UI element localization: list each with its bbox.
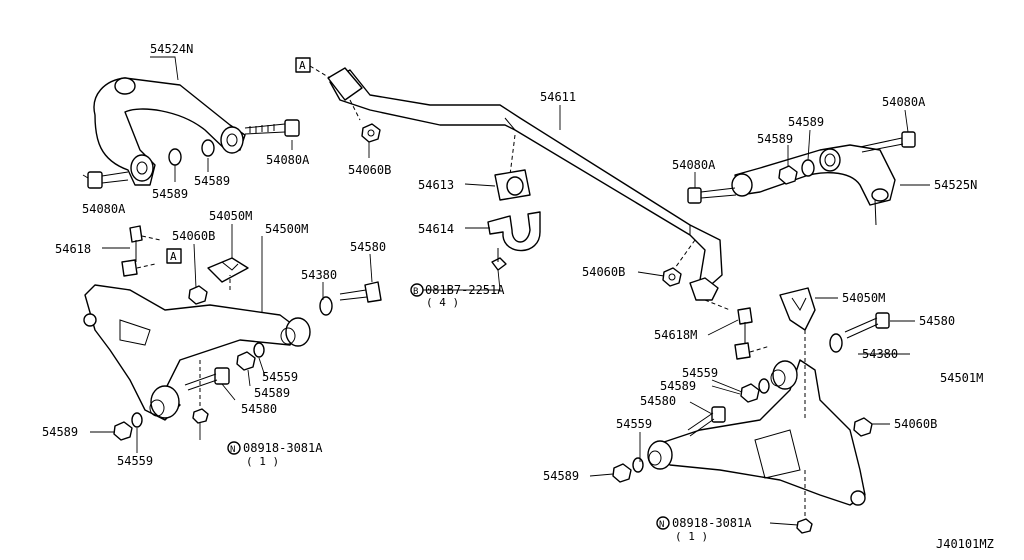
nut-54060B-right xyxy=(662,267,682,287)
circle-B: B xyxy=(410,283,424,297)
label-54060B-right: 54060B xyxy=(582,265,625,279)
label-08918-left: 08918-3081A xyxy=(243,441,323,455)
bolt-54080A-left-lower xyxy=(87,171,129,189)
label-54501M: 54501M xyxy=(940,371,983,385)
washers-left-lower xyxy=(113,342,265,441)
lower-arm-right xyxy=(647,359,866,506)
ref-box-left: A xyxy=(166,248,182,264)
washers-right-upper xyxy=(778,159,815,185)
upper-arm-left xyxy=(93,77,246,186)
circle-B-letter: B xyxy=(413,287,418,297)
label-54580-right-lower: 54580 xyxy=(640,394,676,408)
label-54080A-right-upper: 54080A xyxy=(882,95,926,109)
label-54060B-top: 54060B xyxy=(348,163,391,177)
link-54618M xyxy=(734,307,771,360)
bump-stop-left xyxy=(207,257,249,283)
circle-N-left-letter: N xyxy=(230,445,235,455)
label-54080A-left-upper: 54080A xyxy=(266,153,310,167)
label-54614: 54614 xyxy=(418,222,454,236)
label-54589-right-c: 54589 xyxy=(660,379,696,393)
bolt-54080A-right-lower xyxy=(687,187,737,204)
link-54618 xyxy=(121,225,161,277)
bushing-54613 xyxy=(494,169,531,201)
leader-lines xyxy=(82,56,930,526)
label-54589-left-d: 54589 xyxy=(42,425,78,439)
nut-54060B-left xyxy=(188,285,208,305)
label-54559-left-b: 54559 xyxy=(117,454,153,468)
bracket-54614 xyxy=(487,211,541,252)
ref-marker-top: A xyxy=(299,59,306,72)
label-54613: 54613 xyxy=(418,178,454,192)
label-54589-left-a: 54589 xyxy=(152,187,188,201)
ref-marker-left: A xyxy=(170,250,177,263)
label-54380-right: 54380 xyxy=(862,347,898,361)
label-081B7-qty: ( 4 ) xyxy=(426,296,459,309)
label-54589-left-c: 54589 xyxy=(254,386,290,400)
label-54580-left-lower: 54580 xyxy=(241,402,277,416)
label-54380-left: 54380 xyxy=(301,268,337,282)
washers-left-upper xyxy=(168,139,215,166)
label-54080A-right-lower: 54080A xyxy=(672,158,716,172)
bolt-54580-left-top xyxy=(319,281,382,316)
circle-N-right: N xyxy=(656,516,670,530)
label-54500M: 54500M xyxy=(265,222,308,236)
lower-arm-left xyxy=(83,284,311,421)
label-54060B-left: 54060B xyxy=(172,229,215,243)
bump-stop-right xyxy=(779,287,816,331)
label-54589-right-b: 54589 xyxy=(757,132,793,146)
label-54060B-right-lower: 54060B xyxy=(894,417,937,431)
part-labels: 54524N 54080A 54589 54589 54080A 54618 5… xyxy=(42,42,994,551)
label-08918-right-qty: ( 1 ) xyxy=(675,530,708,543)
upper-arm-right xyxy=(731,144,896,226)
label-54580-left-top: 54580 xyxy=(350,240,386,254)
ref-box-top: A xyxy=(295,57,331,79)
label-54589-right-a: 54589 xyxy=(788,115,824,129)
label-54524N: 54524N xyxy=(150,42,193,56)
label-54618: 54618 xyxy=(55,242,91,256)
label-08918-left-qty: ( 1 ) xyxy=(246,455,279,468)
bolt-081B7 xyxy=(491,248,507,271)
stabilizer-bar xyxy=(327,67,723,301)
label-54589-right-d: 54589 xyxy=(543,469,579,483)
label-54559-right-a: 54559 xyxy=(682,366,718,380)
label-54589-left-b: 54589 xyxy=(194,174,230,188)
label-54559-left: 54559 xyxy=(262,370,298,384)
nut-54060B-top xyxy=(361,123,381,143)
label-54611: 54611 xyxy=(540,90,576,104)
label-54050M-right: 54050M xyxy=(842,291,885,305)
label-54080A-left-lower: 54080A xyxy=(82,202,126,216)
label-081B7: 081B7-2251A xyxy=(425,283,505,297)
bolt-54080A-right-upper xyxy=(859,131,916,153)
label-54525N: 54525N xyxy=(934,178,977,192)
bolt-54580-left-lower xyxy=(184,367,230,391)
circle-N-right-letter: N xyxy=(659,520,664,530)
label-54580-right-top: 54580 xyxy=(919,314,955,328)
label-08918-right: 08918-3081A xyxy=(672,516,752,530)
label-54618M: 54618M xyxy=(654,328,697,342)
bolt-54080A-left-upper xyxy=(244,119,300,137)
label-54559-right-b: 54559 xyxy=(616,417,652,431)
diagram-id: J40101MZ xyxy=(936,537,994,551)
label-54050M-left: 54050M xyxy=(209,209,252,223)
bolt-54580-right-lower xyxy=(687,406,726,437)
bolt-54580-right-top xyxy=(829,312,890,353)
washers-right-lower xyxy=(612,378,873,534)
circle-N-left: N xyxy=(227,441,241,455)
